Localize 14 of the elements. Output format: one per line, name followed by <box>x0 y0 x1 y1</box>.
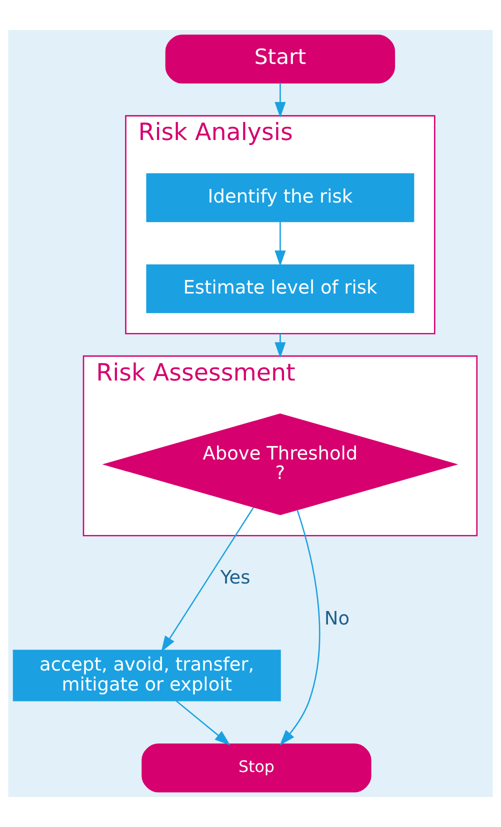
node-box: Start <box>165 34 396 84</box>
arrow <box>176 700 230 746</box>
node-diamond: Above Threshold ? <box>102 413 458 516</box>
edge-label: Yes <box>220 567 250 588</box>
node-box: Identify the risk <box>146 173 414 222</box>
arrow <box>274 82 286 118</box>
edge-label: No <box>324 608 350 630</box>
node-box: Estimate level of risk <box>146 264 414 314</box>
node-box: accept, avoid, transfer, mitigate or exploit <box>12 650 281 702</box>
arrow <box>161 507 254 652</box>
arrow <box>280 510 320 746</box>
arrow <box>274 334 286 358</box>
node-box: Stop <box>142 744 372 792</box>
arrow <box>274 222 286 266</box>
